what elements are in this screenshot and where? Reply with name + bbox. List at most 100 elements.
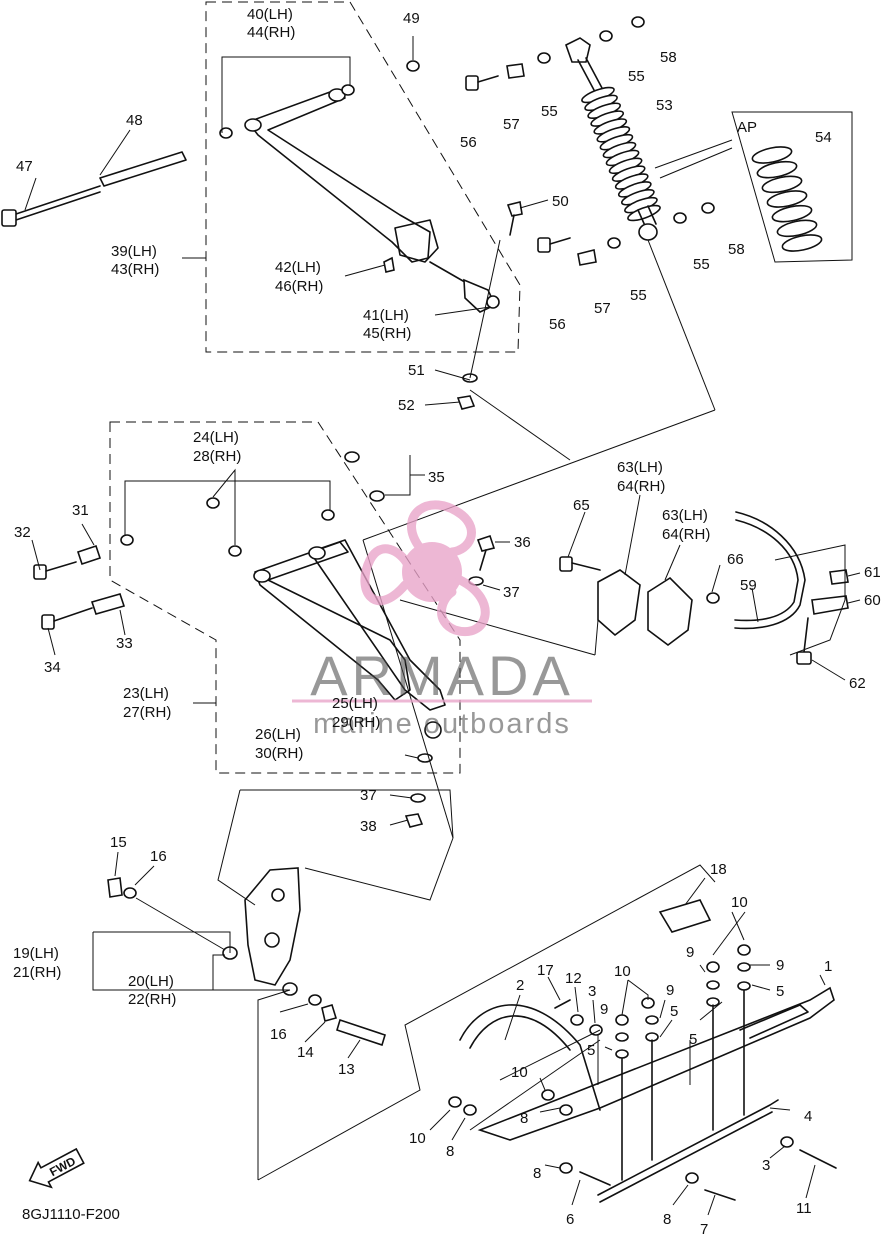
callout-42: 42(LH) xyxy=(275,259,321,276)
ski-runner-4 xyxy=(597,1099,779,1203)
watermark-brand: ARMADA xyxy=(310,644,574,707)
shaft-48 xyxy=(99,151,187,187)
callout-55a: 55 xyxy=(541,103,558,120)
callout-9d: 9 xyxy=(600,1001,608,1018)
callout-3a: 3 xyxy=(588,983,596,1000)
callout-7: 7 xyxy=(700,1221,708,1236)
callout-50: 50 xyxy=(552,193,569,210)
group-box-lower-arm xyxy=(109,421,461,774)
callout-32-num: 32 xyxy=(14,524,31,541)
callout-64a: 64(RH) xyxy=(617,478,665,495)
inset-spring-coil xyxy=(751,146,793,164)
callout-16a: 16 xyxy=(150,848,167,865)
bolt-50 xyxy=(506,201,523,236)
nut-51-52 xyxy=(456,373,478,410)
callout-64b: 64(RH) xyxy=(662,526,710,543)
callout-43: 43(RH) xyxy=(111,261,159,278)
callout-5a: 5 xyxy=(776,983,784,1000)
callout-39: 39(LH) xyxy=(111,243,157,260)
callout-66: 66 xyxy=(727,551,744,568)
callout-9a: 9 xyxy=(686,944,694,961)
group-box-upper-arm xyxy=(205,1,521,353)
callout-12: 12 xyxy=(565,970,582,987)
callout-20: 20(LH) xyxy=(128,973,174,990)
callout-37a: 37 xyxy=(503,584,520,601)
callout-9b: 9 xyxy=(776,957,784,974)
callout-36: 36 xyxy=(514,534,531,551)
callout-60: 60 xyxy=(864,592,881,609)
callout-34-num: 34 xyxy=(44,659,61,676)
callout-3b: 3 xyxy=(762,1157,770,1174)
callout-58a: 58 xyxy=(660,49,677,66)
callout-8c: 8 xyxy=(533,1165,541,1182)
shock-absorber-53 xyxy=(565,37,661,241)
callout-29: 29(RH) xyxy=(332,714,380,731)
inset-spring-coil xyxy=(761,175,803,194)
callout-53: 53 xyxy=(656,97,673,114)
watermark-propeller-hub xyxy=(402,542,462,602)
callout-35: 35 xyxy=(428,469,445,486)
upper-a-arm xyxy=(244,88,439,263)
callout-22: 22(RH) xyxy=(128,991,176,1008)
callout-10a: 10 xyxy=(731,894,748,911)
ski-hardware xyxy=(448,944,837,1201)
watermark-logo: ARMADA marine outboards xyxy=(292,500,592,740)
bolt-36-nut-37-38 xyxy=(404,534,496,828)
bolt-47 xyxy=(1,185,101,227)
callout-28: 28(RH) xyxy=(193,448,241,465)
callout-33-num: 33 xyxy=(116,635,133,652)
callout-30: 30(RH) xyxy=(255,745,303,762)
callout-54: 54 xyxy=(815,129,832,146)
callout-63a: 63(LH) xyxy=(617,459,663,476)
callout-44: 44(RH) xyxy=(247,24,295,41)
inset-spring-coil xyxy=(756,160,798,179)
leader-lines xyxy=(24,36,861,1216)
callout-16b: 16 xyxy=(270,1026,287,1043)
callout-56b: 56 xyxy=(549,316,566,333)
bushings-13-16 xyxy=(107,877,386,1047)
group-box-inset xyxy=(731,111,853,263)
callout-26: 26(LH) xyxy=(255,726,301,743)
callout-65: 65 xyxy=(573,497,590,514)
callout-56a: 56 xyxy=(460,134,477,151)
callout-55d: 55 xyxy=(630,287,647,304)
callout-labels: 40(LH) 44(RH) 49 48 47 39(LH) 43(RH) 42(… xyxy=(13,6,881,1236)
callout-55b: 55 xyxy=(628,68,645,85)
callout-27: 27(RH) xyxy=(123,704,171,721)
callout-6: 6 xyxy=(566,1211,574,1228)
callout-45: 45(RH) xyxy=(363,325,411,342)
callout-63b: 63(LH) xyxy=(662,507,708,524)
callout-48: 48 xyxy=(126,112,143,129)
callout-10c: 10 xyxy=(511,1064,528,1081)
callout-14: 14 xyxy=(297,1044,314,1061)
callout-13: 13 xyxy=(338,1061,355,1078)
spindle-19-21 xyxy=(222,867,301,996)
callout-11: 11 xyxy=(796,1200,812,1217)
stabilizer-59 xyxy=(734,511,806,630)
callout-1: 1 xyxy=(824,958,832,975)
callout-55c: 55 xyxy=(693,256,710,273)
inset-spring-coil xyxy=(781,234,823,252)
callout-49: 49 xyxy=(403,10,420,27)
callout-17: 17 xyxy=(537,962,554,979)
callout-57a: 57 xyxy=(503,116,520,133)
callout-21: 21(RH) xyxy=(13,964,61,981)
fwd-arrow-icon: FWD xyxy=(28,1147,85,1189)
callout-40: 40(LH) xyxy=(247,6,293,23)
callout-37b: 37 xyxy=(360,787,377,804)
callout-31-label: 31 xyxy=(72,502,89,519)
inset-spring-coil xyxy=(766,190,808,208)
callout-5c: 5 xyxy=(689,1031,697,1048)
diagram-code: 8GJ1110-F200 xyxy=(22,1206,120,1223)
inset-label: AP xyxy=(737,119,757,136)
callout-24: 24(LH) xyxy=(193,429,239,446)
callout-46: 46(RH) xyxy=(275,278,323,295)
callout-2: 2 xyxy=(516,977,524,994)
callout-10b: 10 xyxy=(614,963,631,980)
shock-hardware xyxy=(465,16,715,266)
callout-38: 38 xyxy=(360,818,377,835)
callout-41: 41(LH) xyxy=(363,307,409,324)
ball-joint-41-45 xyxy=(383,256,500,313)
bolts-31-34 xyxy=(33,544,126,630)
inset-spring-coil xyxy=(776,219,818,238)
